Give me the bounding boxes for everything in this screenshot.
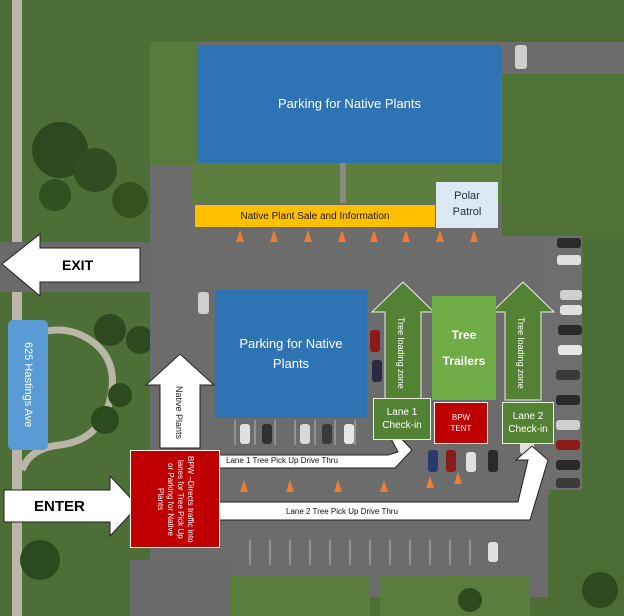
lane1-checkin-box: Lane 1 Check-in (373, 398, 431, 440)
enter-label: ENTER (34, 498, 85, 515)
address-label: 625 Hastings Ave (22, 342, 34, 428)
lane2-drive-thru-label: Lane 2 Tree Pick Up Drive Thru (286, 507, 398, 516)
bpw-tent-line1: BPW (451, 412, 471, 422)
bpw-directs-label: BPW –Directs traffic into lanes for Tree… (156, 455, 195, 543)
lane2-line2: Check-in (508, 424, 548, 435)
native-plant-sale-bar: Native Plant Sale and Information (195, 205, 435, 227)
native-plants-arrow-label: Native Plants (174, 386, 184, 440)
polar-line2: Patrol (452, 206, 482, 218)
bpw-tent-line2: TENT (450, 424, 472, 433)
lane1-line1: Lane 1 (386, 406, 418, 418)
parking-native-plants-top: Parking for Native Plants (198, 45, 501, 163)
parking-mid-label: Parking for Native Plants (239, 335, 343, 371)
polar-line1: Polar (454, 190, 480, 203)
lane2-checkin-box: Lane 2 Check-in (502, 402, 554, 444)
car-icon (198, 45, 582, 562)
bpw-directs-box: BPW –Directs traffic into lanes for Tree… (130, 450, 220, 548)
lane2-line1: Lane 2 (512, 410, 544, 422)
tree-trailers-box: Tree Trailers (432, 296, 496, 400)
exit-label: EXIT (62, 257, 94, 273)
tree-loading-zone-2-label: Tree loading zone (516, 317, 526, 389)
traffic-cone-icon (236, 230, 478, 492)
tree-line1: Tree (451, 327, 477, 342)
bpw-tent-box: BPW TENT (434, 402, 488, 444)
polar-patrol-box: Polar Patrol (436, 182, 498, 228)
tree-line2: Trailers (442, 354, 486, 368)
lane1-drive-thru-label: Lane 1 Tree Pick Up Drive Thru (226, 456, 338, 465)
parking-native-plants-middle: Parking for Native Plants (215, 290, 367, 418)
address-badge: 625 Hastings Ave (8, 320, 48, 450)
lane1-line2: Check-in (382, 420, 422, 431)
parking-top-label: Parking for Native Plants (277, 95, 422, 111)
tree-loading-zone-1-label: Tree loading zone (396, 317, 406, 389)
sale-label: Native Plant Sale and Information (240, 210, 390, 222)
